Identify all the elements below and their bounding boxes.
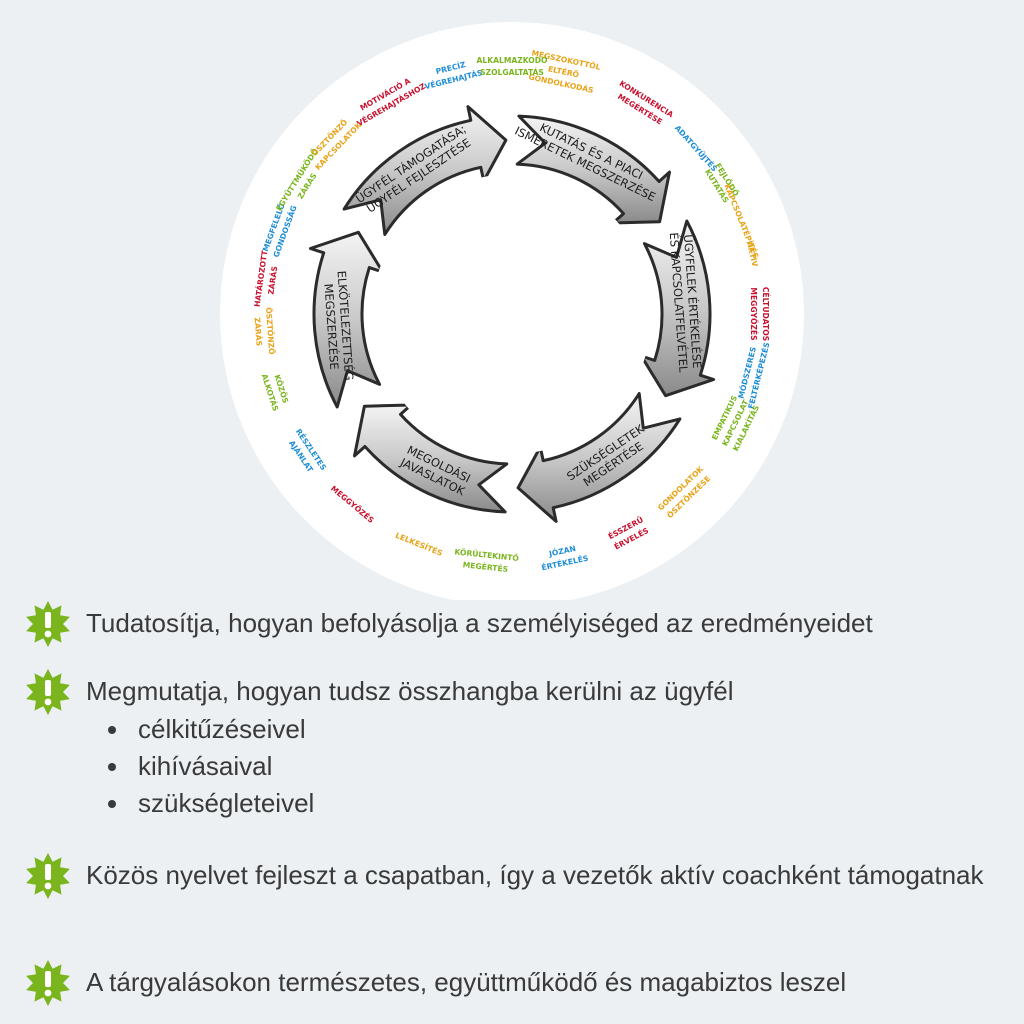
keyword-label: ÖSZTÖNZŐZÁRÁS: [252, 307, 276, 356]
benefit-text: Megmutatja, hogyan tudsz összhangba kerü…: [86, 676, 734, 706]
sub-list-item: kihívásaival: [86, 748, 734, 785]
benefit-item: Tudatosítja, hogyan befolyásolja a szemé…: [24, 600, 1014, 648]
stage-arrow: [308, 230, 385, 409]
center-hole: [372, 174, 652, 454]
keyword-label: CÉLTUDATOSMEGGYŐZÉS: [749, 287, 770, 341]
benefit-item: Megmutatja, hogyan tudsz összhangba kerü…: [24, 668, 1014, 822]
stage-arrow: [342, 105, 508, 236]
process-cycle-diagram: KUTATÁS ÉS A PIACIISMERETEK MEGSZERZÉSEÜ…: [220, 22, 804, 600]
sub-list: célkitűzéseivel kihívásaival szükséglete…: [86, 711, 734, 822]
stage-arrow: [516, 392, 682, 523]
keyword-label: EMPATIKUSKAPCSOLATKIALAKÍTÁS: [709, 392, 761, 452]
green-star-icon: [26, 601, 70, 647]
benefit-text: Közös nyelvet fejleszt a csapatban, így …: [86, 860, 984, 890]
sub-list-item: célkitűzéseivel: [86, 711, 734, 748]
stage-arrows: [308, 105, 716, 523]
stage-arrow: [353, 403, 509, 514]
stage-arrow: [639, 219, 716, 398]
benefit-text: Tudatosítja, hogyan befolyásolja a szemé…: [86, 608, 873, 638]
benefit-item: Közös nyelvet fejleszt a csapatban, így …: [24, 852, 1014, 900]
green-star-icon: [26, 669, 70, 715]
sub-list-item: szükségleteivel: [86, 785, 734, 822]
green-star-icon: [26, 960, 70, 1006]
benefit-text: A tárgyalásokon természetes, együttműköd…: [86, 967, 847, 997]
green-star-icon: [26, 853, 70, 899]
benefit-item: A tárgyalásokon természetes, együttműköd…: [24, 959, 1014, 1007]
stage-arrow: [515, 114, 671, 225]
